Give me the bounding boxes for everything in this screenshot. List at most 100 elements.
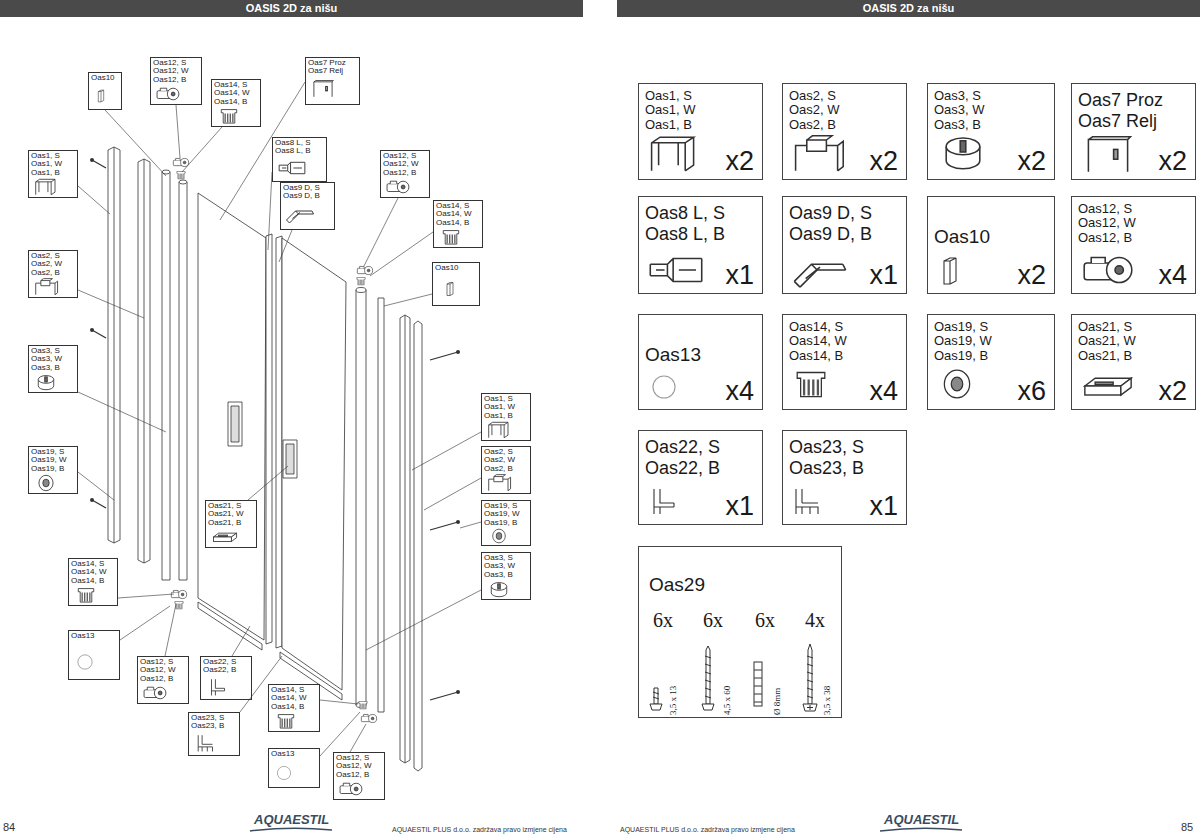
quantity: x2 (1017, 261, 1046, 291)
part-code: Oas19, S Oas19, W Oas19, B (31, 448, 75, 473)
callout-box: Oas12, S Oas12, W Oas12, B (137, 656, 189, 704)
part-code: Oas2, S Oas2, W Oas2, B (789, 89, 861, 132)
part-code: Oas14, S Oas14, W Oas14, B (789, 320, 861, 363)
part-card: Oas21, S Oas21, W Oas21, B x2 (1071, 314, 1196, 410)
part-code: Oas10 (91, 74, 119, 82)
page-number: 84 (3, 821, 15, 833)
callout-box: Oas12, S Oas12, W Oas12, B (380, 150, 430, 198)
callout-box: Oas12, S Oas12, W Oas12, B (333, 752, 385, 800)
quantity: x6 (1017, 377, 1046, 407)
brand-logo: AQUAESTIL (884, 813, 959, 827)
part-code: Oas13 (645, 345, 701, 366)
part-code: Oas21, S Oas21, W Oas21, B (208, 502, 254, 527)
callout-box: Oas14, S Oas14, W Oas14, B (268, 684, 320, 732)
quantity: x1 (725, 261, 754, 291)
quantity: 4x (805, 609, 825, 631)
callout-box: Oas13 (268, 748, 320, 788)
callout-box: Oas13 (68, 630, 120, 680)
screw-size: 3,5 x 38 (823, 686, 833, 715)
part-code: Oas1, S Oas1, W Oas1, B (645, 89, 717, 132)
quantity: x2 (1158, 377, 1187, 407)
quantity: x2 (1158, 147, 1187, 177)
part-code: Oas22, S Oas22, B (645, 437, 749, 478)
quantity: x2 (869, 147, 898, 177)
quantity: 6x (653, 609, 673, 631)
screw-size: 3,5 x 13 (669, 686, 679, 715)
callout-box: Oas19, S Oas19, W Oas19, B (28, 446, 78, 494)
part-card: Oas12, S Oas12, W Oas12, B x4 (1071, 196, 1196, 294)
callout-box: Oas2, S Oas2, W Oas2, B (481, 446, 531, 494)
page-number: 85 (1181, 821, 1193, 833)
part-card: Oas8 L, S Oas8 L, B x1 (638, 196, 763, 294)
part-code: Oas13 (271, 750, 317, 758)
quantity: x2 (1017, 147, 1046, 177)
part-code: Oas23, S Oas23, B (191, 714, 237, 731)
part-code: Oas14, S Oas14, W Oas14, B (271, 686, 317, 711)
screw-size: 4,5 x 60 (723, 686, 733, 715)
part-code: Oas14, S Oas14, W Oas14, B (436, 202, 480, 227)
part-code: Oas7 Proz Oas7 Relj (308, 59, 357, 76)
part-card: Oas19, S Oas19, W Oas19, B x6 (927, 314, 1055, 410)
part-code: Oas23, S Oas23, B (789, 437, 893, 478)
kit-card: Oas29 6x 6x 6x 4x 3,5 x 13 4,5 x 60 Ø 8mm 3,5 x … (638, 546, 842, 718)
callout-box: Oas19, S Oas19, W Oas19, B (481, 500, 531, 546)
callout-box: Oas14, S Oas14, W Oas14, B (68, 558, 118, 606)
part-code: Oas19, S Oas19, W Oas19, B (484, 502, 528, 527)
part-code: Oas9 D, S Oas9 D, B (789, 203, 893, 244)
part-code: Oas2, S Oas2, W Oas2, B (31, 252, 75, 277)
quantity: x2 (725, 147, 754, 177)
screw-size: Ø 8mm (773, 688, 783, 715)
quantity: x1 (725, 492, 754, 522)
part-code: Oas3, S Oas3, W Oas3, B (934, 89, 1006, 132)
quantity: 6x (755, 609, 775, 631)
part-code: Oas12, S Oas12, W Oas12, B (1078, 202, 1150, 245)
part-code: Oas12, S Oas12, W Oas12, B (140, 658, 186, 683)
part-code: Oas14, S Oas14, W Oas14, B (214, 81, 258, 106)
part-code: Oas8 L, S Oas8 L, B (275, 139, 324, 156)
callout-box: Oas22, S Oas22, B (200, 656, 252, 700)
footer-note: AQUAESTIL PLUS d.o.o. zadržava pravo izm… (392, 826, 567, 834)
part-card: Oas9 D, S Oas9 D, Bx1 (782, 196, 907, 294)
part-card: Oas13 x4 (638, 314, 763, 410)
section-header: OASIS 2D za nišu (0, 0, 583, 17)
part-code: Oas12, S Oas12, W Oas12, B (153, 59, 199, 84)
part-code: Oas3, S Oas3, W Oas3, B (484, 554, 528, 579)
part-code: Oas12, S Oas12, W Oas12, B (383, 152, 427, 177)
callout-box: Oas23, S Oas23, B (188, 712, 240, 756)
part-card: Oas10 x2 (927, 196, 1055, 294)
part-card: Oas7 Proz Oas7 Relj x2 (1071, 83, 1196, 180)
part-card: Oas22, S Oas22, B x1 (638, 430, 763, 525)
section-header: OASIS 2D za nišu (617, 0, 1200, 17)
part-code: Oas7 Proz Oas7 Relj (1078, 90, 1182, 131)
callout-box: Oas12, S Oas12, W Oas12, B (150, 57, 202, 105)
part-code: Oas21, S Oas21, W Oas21, B (1078, 320, 1150, 363)
quantity: x4 (725, 377, 754, 407)
brand-logo: AQUAESTIL (254, 813, 329, 827)
part-code: Oas22, S Oas22, B (203, 658, 249, 675)
part-code: Oas9 D, S Oas9 D, B (283, 184, 332, 201)
part-code: Oas8 L, S Oas8 L, B (645, 203, 749, 244)
part-card: Oas3, S Oas3, W Oas3, B x2 (927, 83, 1055, 180)
part-code: Oas14, S Oas14, W Oas14, B (71, 560, 115, 585)
callout-box: Oas21, S Oas21, W Oas21, B (205, 500, 257, 548)
callout-box: Oas14, S Oas14, W Oas14, B (433, 200, 483, 248)
footer-note: AQUAESTIL PLUS d.o.o. zadržava pravo izm… (620, 826, 795, 834)
quantity: 6x (703, 609, 723, 631)
quantity: x1 (869, 492, 898, 522)
part-code: Oas1, S Oas1, W Oas1, B (484, 395, 528, 420)
part-code: Oas19, S Oas19, W Oas19, B (934, 320, 1006, 363)
part-code: Oas29 (649, 575, 705, 596)
callout-box: Oas7 Proz Oas7 Relj (305, 57, 360, 105)
callout-box: Oas8 L, S Oas8 L, B (272, 137, 327, 182)
part-code: Oas2, S Oas2, W Oas2, B (484, 448, 528, 473)
part-code: Oas10 (934, 227, 990, 248)
callout-box: Oas10 (88, 72, 122, 110)
callout-box: Oas1, S Oas1, W Oas1, B (28, 150, 78, 198)
quantity: x4 (1158, 261, 1187, 291)
callout-box: Oas10 (432, 262, 480, 306)
part-code: Oas3, S Oas3, W Oas3, B (31, 347, 75, 372)
part-card: Oas23, S Oas23, B x1 (782, 430, 907, 525)
part-code: Oas13 (71, 632, 117, 640)
part-code: Oas12, S Oas12, W Oas12, B (336, 754, 382, 779)
